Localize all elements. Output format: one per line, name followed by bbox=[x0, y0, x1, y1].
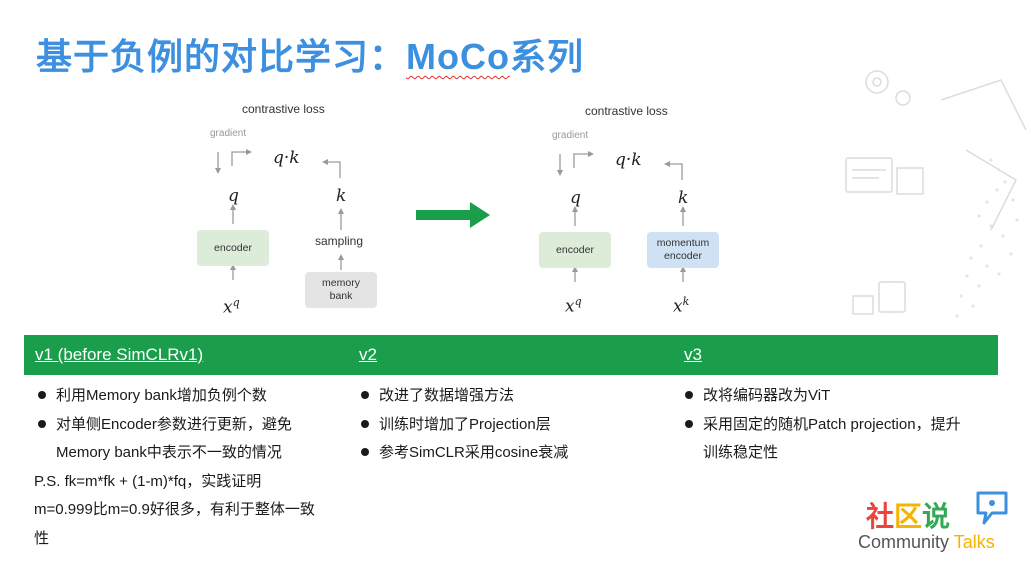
contrastive-loss-label: contrastive loss bbox=[585, 104, 668, 118]
v1-heading: v1 (before SimCLRv1) bbox=[35, 345, 204, 364]
v2-bullet-2: 训练时增加了Projection层 bbox=[357, 411, 677, 440]
title-part-1: 基于负例的对比学习： bbox=[36, 36, 407, 77]
k-label: k bbox=[336, 186, 347, 206]
q-dot-k-label: q·k bbox=[615, 150, 642, 170]
transition-arrow-icon bbox=[416, 202, 490, 228]
v1-column: 利用Memory bank增加负例个数 对单侧Encoder参数进行更新，避免 … bbox=[34, 382, 354, 553]
xq-label: xq bbox=[223, 296, 240, 318]
background-decoration bbox=[845, 70, 1027, 318]
memory-bank-box: memory bank bbox=[305, 272, 377, 308]
memory-bank-line1: memory bbox=[322, 277, 360, 289]
q-label: q bbox=[570, 188, 581, 208]
logo-en-part1: Community bbox=[858, 532, 954, 552]
xq-label: xq bbox=[565, 295, 582, 317]
logo-char-2: 区 bbox=[894, 501, 923, 532]
title-part-2: MoCo bbox=[406, 36, 510, 77]
k-label: k bbox=[678, 188, 689, 208]
moco-v1-diagram: contrastive loss gradient q·k q k encode… bbox=[190, 100, 390, 320]
sampling-label: sampling bbox=[315, 234, 364, 248]
momentum-encoder-box: momentum encoder bbox=[647, 232, 719, 268]
v2-bullet-1: 改进了数据增强方法 bbox=[357, 382, 677, 411]
xq-sup: q bbox=[574, 295, 582, 308]
v1-note-line-1: P.S. fk=m*fk + (1-m)*fq，实践证明 bbox=[34, 472, 262, 490]
logo-en-part2: Talks bbox=[953, 532, 995, 552]
xk-base: x bbox=[673, 296, 683, 317]
v3-bullet-2: 采用固定的随机Patch projection，提升 bbox=[681, 411, 1001, 440]
momentum-line2: encoder bbox=[664, 250, 702, 262]
v3-bullet-1: 改将编码器改为ViT bbox=[681, 382, 1001, 411]
title-part-3: 系列 bbox=[509, 36, 584, 77]
gradient-label: gradient bbox=[552, 130, 589, 141]
logo-chinese-text: 社区说 bbox=[866, 495, 950, 535]
momentum-line1: momentum bbox=[656, 237, 710, 249]
v1-bullet-1: 利用Memory bank增加负例个数 bbox=[34, 382, 354, 411]
v2-bullet-3: 参考SimCLR采用cosine衰减 bbox=[357, 439, 677, 468]
xk-sup: k bbox=[682, 295, 690, 308]
right-diagram-arrows bbox=[557, 151, 686, 282]
speech-bubble-icon bbox=[976, 491, 1008, 525]
xq-base: x bbox=[565, 296, 575, 317]
versions-header-bar: v1 (before SimCLRv1) v2 v3 bbox=[24, 335, 998, 375]
q-dot-k-label: q·k bbox=[273, 148, 300, 168]
logo-english-text: Community Talks bbox=[858, 532, 995, 553]
xq-base: x bbox=[223, 297, 233, 318]
v1-bullet-2-cont: Memory bank中表示不一致的情况 bbox=[56, 444, 282, 461]
memory-bank-line2: bank bbox=[329, 290, 353, 302]
gradient-label: gradient bbox=[210, 128, 247, 139]
xk-label: xk bbox=[673, 295, 689, 317]
logo-char-1: 社 bbox=[866, 501, 895, 532]
q-label: q bbox=[228, 186, 239, 206]
v2-heading: v2 bbox=[359, 345, 377, 364]
v1-note-line-2: m=0.999比m=0.9好很多，有利于整体一致 bbox=[34, 501, 315, 518]
slide-title: 基于负例的对比学习：MoCo系列 bbox=[36, 28, 584, 80]
logo-char-3: 说 bbox=[922, 501, 951, 532]
v3-column: 改将编码器改为ViT 采用固定的随机Patch projection，提升 训练… bbox=[681, 382, 1001, 468]
encoder-box: encoder bbox=[539, 232, 611, 268]
v1-note-line-3: 性 bbox=[34, 529, 50, 547]
xq-sup: q bbox=[232, 296, 240, 309]
v3-heading: v3 bbox=[684, 345, 702, 364]
encoder-box: encoder bbox=[197, 230, 269, 266]
v2-column: 改进了数据增强方法 训练时增加了Projection层 参考SimCLR采用co… bbox=[357, 382, 677, 468]
v3-bullet-2-cont: 训练稳定性 bbox=[703, 444, 779, 461]
left-diagram-arrows bbox=[215, 149, 344, 280]
moco-v2-diagram: contrastive loss gradient q·k q k encode… bbox=[532, 102, 732, 322]
contrastive-loss-label: contrastive loss bbox=[242, 102, 325, 116]
v1-bullet-2: 对单侧Encoder参数进行更新，避免 bbox=[34, 411, 354, 440]
